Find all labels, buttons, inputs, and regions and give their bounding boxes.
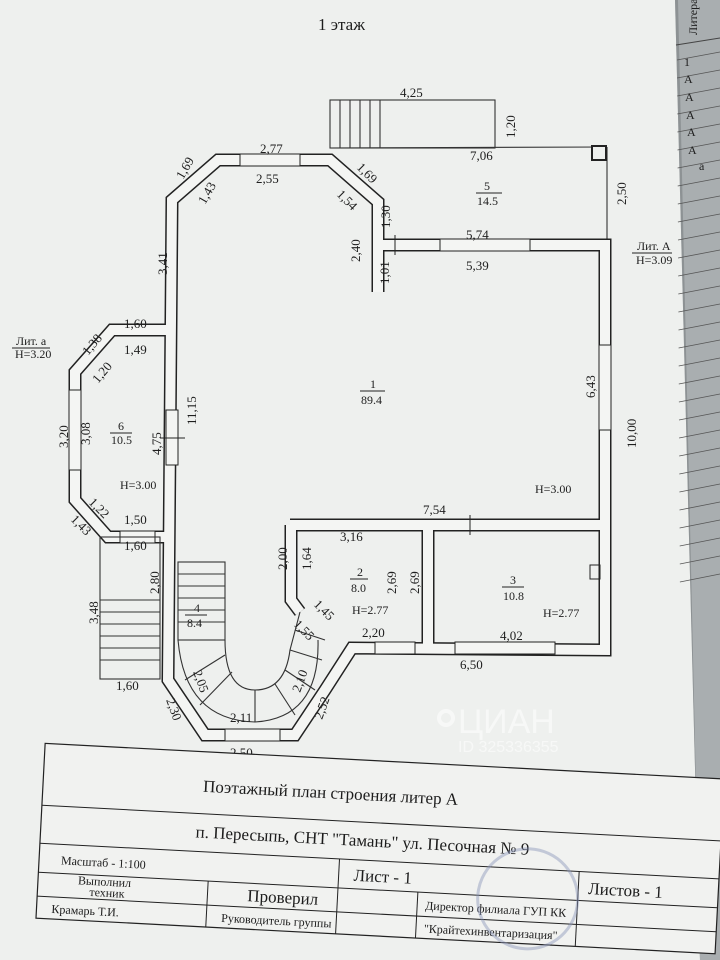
dimension-label: 2,69	[384, 571, 399, 594]
dimension-label: 10,00	[624, 419, 639, 448]
watermark: ЦИАН ID 325336355	[437, 703, 559, 756]
svg-text:ID 325336355: ID 325336355	[458, 739, 559, 756]
dimension-label: 2,80	[147, 571, 162, 594]
performed-label: Выполнил	[78, 873, 132, 890]
svg-text:8.0: 8.0	[351, 581, 366, 595]
liter-a-upper: Лит. АH=3.09	[632, 239, 672, 267]
dimension-label: 1,01	[377, 261, 392, 284]
room-1-label: 189.4	[360, 377, 385, 407]
checked-role: Руководитель группы	[221, 911, 332, 931]
dimension-label: 7,06	[470, 148, 493, 163]
scale: Масштаб - 1:100	[61, 853, 146, 871]
room-6-label: 610.5	[110, 419, 132, 447]
dimension-label: 1,60	[124, 538, 147, 553]
inner-stairs	[177, 561, 326, 723]
dimension-label: 6,50	[460, 657, 483, 672]
svg-text:H=3.20: H=3.20	[15, 347, 51, 361]
dimension-label: 11,15	[184, 396, 199, 425]
dimension-label: 1,60	[116, 678, 139, 693]
organization: "Крайтехинвентаризация"	[424, 921, 558, 942]
height-room3: H=2.77	[543, 606, 579, 620]
performed-role: техник	[89, 885, 125, 901]
room-labels: 189.4 28.0 310.8 48.4 514.5 610.5 H=3.00…	[12, 179, 672, 630]
svg-text:5: 5	[484, 179, 490, 193]
svg-text:10.8: 10.8	[503, 589, 524, 603]
dimension-label: 1,50	[124, 512, 147, 527]
stamp	[476, 847, 580, 951]
porch-outline	[329, 145, 608, 240]
outside-stairs	[99, 536, 161, 680]
dimension-label: 4,25	[400, 85, 423, 100]
dimension-label: 5,74	[466, 227, 489, 242]
register-item: А	[686, 108, 695, 122]
dimension-label: 7,54	[423, 502, 446, 517]
dimension-label: 2,11	[230, 710, 252, 725]
svg-text:2: 2	[357, 565, 363, 579]
walls	[68, 153, 612, 742]
register-item: А	[688, 143, 697, 157]
register-item: А	[684, 72, 693, 86]
dimension-label: 2,77	[260, 141, 283, 156]
liter-a-lower: Лит. аH=3.20	[12, 334, 51, 361]
register-item: А	[685, 90, 694, 104]
sheets-total: Листов - 1	[588, 879, 663, 902]
svg-text:Лит. А: Лит. А	[637, 239, 671, 253]
register-item: 1	[684, 55, 690, 69]
dimension-label: 1,64	[299, 547, 314, 570]
room-4-label: 48.4	[185, 601, 207, 630]
svg-text:1: 1	[370, 377, 376, 391]
dimension-label: 2,05	[190, 668, 212, 695]
dimension-label: 2,69	[407, 571, 422, 594]
dimension-label: 1,30	[378, 205, 393, 228]
side-register: Литера 1 А А А А А а	[675, 0, 720, 960]
dimension-label: 6,43	[583, 375, 598, 398]
dimension-label: 2,52	[311, 695, 333, 722]
register-header: Литера	[686, 0, 700, 35]
svg-text:4: 4	[194, 601, 200, 615]
dimension-label: 1,49	[124, 342, 147, 357]
svg-text:10.5: 10.5	[111, 433, 132, 447]
dimension-label: 3,20	[56, 425, 71, 448]
dimension-label: 5,39	[466, 258, 489, 273]
svg-text:6: 6	[118, 419, 124, 433]
height-room6: H=3.00	[120, 478, 156, 492]
dimension-label: 1,60	[124, 316, 147, 331]
performer-name: Крамарь Т.И.	[51, 902, 119, 920]
checked-label: Проверил	[247, 886, 319, 909]
room-2-label: 28.0	[350, 565, 368, 595]
dimension-label: 1,20	[503, 115, 518, 138]
svg-text:89.4: 89.4	[361, 393, 382, 407]
porch-stairs	[329, 99, 496, 149]
room-3-label: 310.8	[502, 573, 524, 603]
dimension-label: 3,08	[78, 422, 93, 445]
register-item: А	[687, 125, 696, 139]
svg-text:14.5: 14.5	[477, 194, 498, 208]
sheet-number: Лист - 1	[353, 866, 412, 888]
dimension-label: 3,16	[340, 529, 363, 544]
dimension-label: 2,50	[614, 182, 629, 205]
height-room1: H=3.00	[535, 482, 571, 496]
svg-text:3: 3	[510, 573, 516, 587]
floor-title: 1 этаж	[318, 15, 365, 34]
dimension-label: 2,55	[256, 171, 279, 186]
room-5-label: 514.5	[476, 179, 502, 208]
dimension-label: 2,40	[348, 239, 363, 262]
dimension-label: 3,48	[86, 601, 101, 624]
height-room2: H=2.77	[352, 603, 388, 617]
svg-text:8.4: 8.4	[187, 616, 202, 630]
svg-text:Лит. а: Лит. а	[16, 334, 47, 348]
dimension-label: 2,30	[163, 696, 185, 723]
dimension-label: 3,41	[155, 252, 170, 275]
dimension-label: 4,02	[500, 628, 523, 643]
title-block: Поэтажный план строения литер А п. Перес…	[35, 742, 720, 955]
dimension-label: 2,00	[275, 547, 290, 570]
svg-text:H=3.09: H=3.09	[636, 253, 672, 267]
dimension-label: 4,75	[149, 432, 164, 455]
svg-text:ЦИАН: ЦИАН	[458, 703, 555, 741]
dimension-label: 2,20	[362, 625, 385, 640]
register-item: а	[699, 159, 705, 173]
dimension-label: 2,10	[289, 668, 311, 695]
